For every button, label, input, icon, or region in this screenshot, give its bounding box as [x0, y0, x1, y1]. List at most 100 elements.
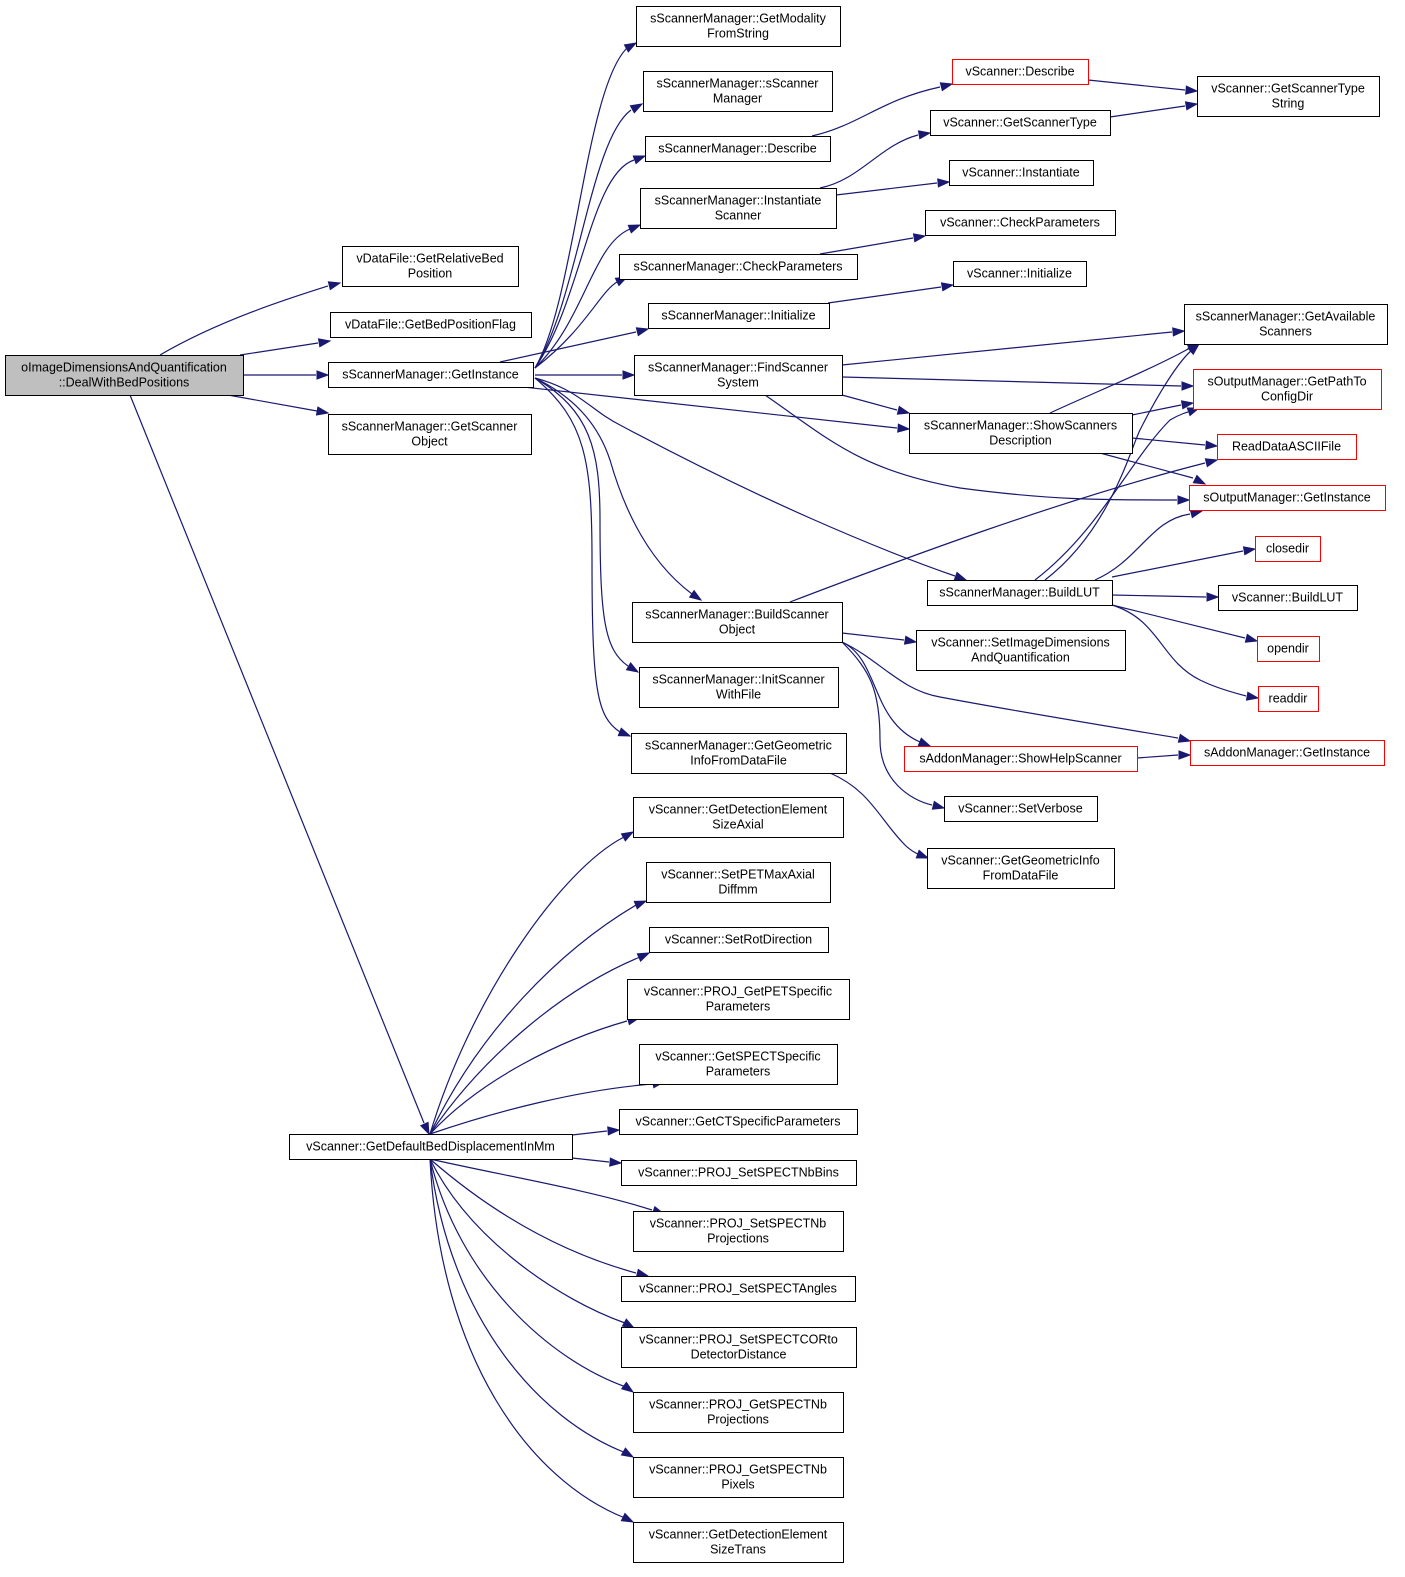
- edge-buildobj-amhelp: [841, 641, 932, 747]
- node-label-line: sAddonManager::ShowHelpScanner: [919, 752, 1121, 766]
- node-vsGetCTSpecific[interactable]: vScanner::GetCTSpecificParameters: [619, 1109, 858, 1135]
- node-smDescribe[interactable]: sScannerManager::Describe: [645, 136, 831, 162]
- node-box: [5, 355, 244, 396]
- node-getBedFlag[interactable]: vDataFile::GetBedPositionFlag: [330, 312, 532, 338]
- node-vsSetVerbose[interactable]: vScanner::SetVerbose: [944, 796, 1098, 822]
- edge-gi-buildobj: [534, 377, 703, 601]
- arrow-head: [912, 233, 927, 243]
- edge-def-nbbins: [571, 1157, 623, 1167]
- node-box: [640, 188, 837, 229]
- node-smGetGeomInfo[interactable]: sScannerManager::GetGeometricInfoFromDat…: [631, 733, 847, 774]
- node-label-line: vScanner::PROJ_SetSPECTNb: [650, 1217, 827, 1231]
- edge-desc-vsdesc: [811, 82, 954, 137]
- arrow-head: [1244, 633, 1259, 643]
- node-vsSetRotDir[interactable]: vScanner::SetRotDirection: [649, 927, 829, 953]
- node-vsGetScannerType[interactable]: vScanner::GetScannerType: [930, 110, 1111, 136]
- node-smCheckParams[interactable]: sScannerManager::CheckParameters: [619, 254, 858, 280]
- node-box: [909, 413, 1133, 454]
- node-smBuildLUT[interactable]: sScannerManager::BuildLUT: [927, 580, 1113, 606]
- node-vsBuildLUT[interactable]: vScanner::BuildLUT: [1218, 585, 1358, 611]
- edge-root-vsGetDefaultBed: [129, 394, 430, 1136]
- node-label-line: Projections: [707, 1413, 769, 1427]
- arrow-head: [937, 178, 951, 188]
- node-vsSetSPECTNbBins[interactable]: vScanner::PROJ_SetSPECTNbBins: [621, 1160, 857, 1186]
- node-readdir[interactable]: readdir: [1258, 686, 1319, 712]
- arrow-head: [419, 1121, 430, 1136]
- node-closedir[interactable]: closedir: [1255, 536, 1321, 562]
- node-box: [1217, 434, 1357, 460]
- edge-find-omgetinst: [764, 394, 1191, 505]
- edge-def-petmax: [429, 900, 648, 1135]
- node-vsInstantiate[interactable]: vScanner::Instantiate: [949, 160, 1094, 186]
- edge-show-readdata: [1131, 437, 1219, 450]
- arrow-head: [1187, 343, 1201, 356]
- node-root[interactable]: oImageDimensionsAndQuantification::DealW…: [5, 355, 244, 396]
- arrow-head: [633, 900, 648, 910]
- arrow-head: [635, 327, 650, 337]
- node-smCtor[interactable]: sScannerManager::sScannerManager: [643, 71, 833, 112]
- edge-root-getRelBed: [159, 281, 342, 356]
- arrow-head: [939, 82, 954, 92]
- node-box: [643, 71, 833, 112]
- edge-buildobj-setverbose: [841, 641, 946, 810]
- node-label-line: Position: [408, 267, 453, 281]
- node-label-line: sScannerManager::GetModality: [650, 12, 827, 26]
- node-box: [1190, 740, 1385, 766]
- edge-def-angles: [429, 1158, 650, 1278]
- arrow-head: [1184, 101, 1199, 111]
- edge-gi-find: [535, 370, 636, 380]
- node-vsCheckParams[interactable]: vScanner::CheckParameters: [925, 210, 1116, 236]
- arrow-head: [903, 635, 918, 645]
- edge-buildobj-readdata: [789, 458, 1219, 603]
- node-label-line: vScanner::PROJ_SetSPECTCORto: [639, 1333, 838, 1347]
- edge-gi-modality: [534, 42, 638, 369]
- arrow-head: [621, 1318, 636, 1329]
- node-vsGetDefaultBed[interactable]: vScanner::GetDefaultBedDisplacementInMm: [289, 1134, 573, 1160]
- node-label-line: vScanner::GetScannerType: [1211, 82, 1365, 96]
- node-omGetInstance[interactable]: sOutputManager::GetInstance: [1189, 485, 1386, 511]
- node-vsSetImageDims[interactable]: vScanner::SetImageDimensionsAndQuantific…: [916, 630, 1126, 671]
- node-vsSetSPECTAngles[interactable]: vScanner::PROJ_SetSPECTAngles: [621, 1276, 856, 1302]
- arrow-head: [627, 224, 642, 234]
- node-smInitialize[interactable]: sScannerManager::Initialize: [648, 303, 830, 329]
- node-vsInitialize[interactable]: vScanner::Initialize: [953, 261, 1087, 287]
- arrow-head: [1181, 381, 1195, 391]
- node-label-line: vScanner::GetDetectionElement: [649, 803, 828, 817]
- edge-root-smGetScannerObject: [227, 394, 330, 416]
- edge-def-getnbpix: [429, 1158, 635, 1458]
- node-amShowHelp[interactable]: sAddonManager::ShowHelpScanner: [904, 746, 1138, 772]
- node-amGetInstance[interactable]: sAddonManager::GetInstance: [1190, 740, 1385, 766]
- node-vsDescribe[interactable]: vScanner::Describe: [952, 59, 1089, 85]
- edge-show-omgetinst: [1099, 452, 1207, 485]
- arrow-head: [620, 1512, 635, 1523]
- arrow-head: [1180, 400, 1195, 410]
- node-label-line: sScannerManager::GetAvailable: [1196, 310, 1376, 324]
- node-readDataAscii[interactable]: ReadDataASCIIFile: [1217, 434, 1357, 460]
- node-opendir[interactable]: opendir: [1257, 636, 1320, 662]
- node-vsSetSPECTCOR[interactable]: vScanner::PROJ_SetSPECTCORtoDetectorDist…: [621, 1327, 857, 1368]
- node-box: [633, 1211, 844, 1252]
- node-label-line: vScanner::Describe: [965, 65, 1074, 79]
- node-smGetInstance[interactable]: sScannerManager::GetInstance: [328, 362, 534, 388]
